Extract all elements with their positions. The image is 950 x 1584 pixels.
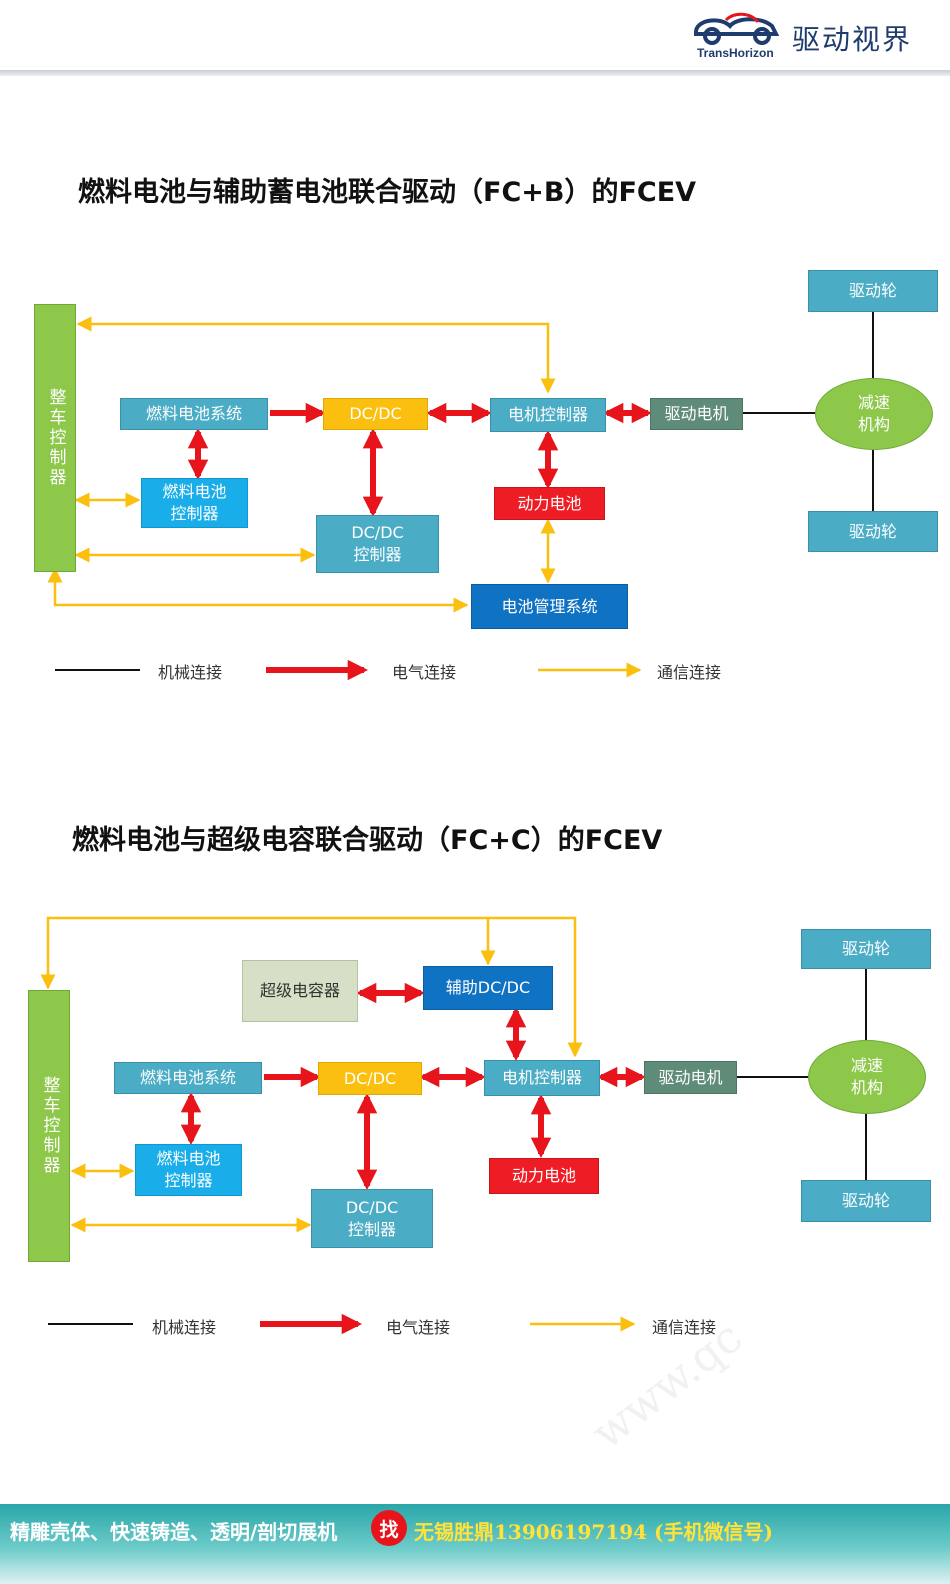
d2-dcdc: DC/DC xyxy=(318,1062,422,1095)
footer-badge: 找 xyxy=(371,1510,407,1546)
d1-comm-vcu-bms xyxy=(47,567,469,613)
d2-fuel-cell-system: 燃料电池系统 xyxy=(114,1062,262,1094)
d2-drive-wheel-top: 驱动轮 xyxy=(801,929,931,969)
d2-motor-controller: 电机控制器 xyxy=(484,1060,600,1096)
transhorizon-logo-icon xyxy=(694,12,780,45)
d1-power-battery: 动力电池 xyxy=(494,487,605,520)
d1-fuel-cell-system: 燃料电池系统 xyxy=(120,398,268,430)
d2-super-capacitor: 超级电容器 xyxy=(242,960,358,1022)
legend2-electrical: 电气连接 xyxy=(386,1318,451,1337)
footer-contact: 无锡胜鼎13906197194 (手机微信号) xyxy=(414,1520,773,1544)
diagram1-title: 燃料电池与辅助蓄电池联合驱动（FC+B）的FCEV xyxy=(78,177,697,208)
footer-text: 精雕壳体、快速铸造、透明/剖切展机 xyxy=(10,1520,338,1544)
d1-fuel-cell-controller: 燃料电池 控制器 xyxy=(141,478,248,528)
d2-dcdc-controller: DC/DC 控制器 xyxy=(311,1189,433,1248)
d1-drive-motor: 驱动电机 xyxy=(650,398,743,430)
logo-text-cn: 驱动视界 xyxy=(792,23,913,56)
d1-battery-management-system: 电池管理系统 xyxy=(471,584,628,629)
d2-reduction-mechanism: 减速 机构 xyxy=(808,1040,926,1114)
d1-drive-wheel-top: 驱动轮 xyxy=(808,270,938,312)
header xyxy=(0,0,950,74)
legend2-communication: 通信连接 xyxy=(652,1318,717,1337)
legend1-communication: 通信连接 xyxy=(657,663,722,682)
d2-vehicle-controller: 整车控制器 xyxy=(28,990,70,1262)
d2-fuel-cell-controller: 燃料电池 控制器 xyxy=(135,1144,242,1196)
legend1-electrical: 电气连接 xyxy=(392,663,457,682)
legend1-mechanical: 机械连接 xyxy=(158,663,223,682)
d1-vehicle-controller: 整车控制器 xyxy=(34,304,76,572)
footer-banner xyxy=(0,1504,950,1584)
d2-power-battery: 动力电池 xyxy=(489,1158,599,1194)
d1-motor-controller: 电机控制器 xyxy=(490,398,606,432)
header-divider xyxy=(0,70,950,76)
d2-comm-vcu-auxdcdc-motorctrl xyxy=(40,916,583,1058)
d1-comm-vcu-motorctrl xyxy=(76,316,556,394)
d1-dcdc-controller: DC/DC 控制器 xyxy=(316,515,439,573)
d1-dcdc: DC/DC xyxy=(323,398,428,430)
d2-aux-dcdc: 辅助DC/DC xyxy=(423,966,553,1010)
diagram2-title: 燃料电池与超级电容联合驱动（FC+C）的FCEV xyxy=(72,825,663,856)
d1-drive-wheel-bottom: 驱动轮 xyxy=(808,511,938,552)
d2-drive-wheel-bottom: 驱动轮 xyxy=(801,1180,931,1222)
logo-text-en: TransHorizon xyxy=(697,46,774,60)
d1-reduction-mechanism: 减速 机构 xyxy=(815,378,933,450)
legend2-mechanical: 机械连接 xyxy=(152,1318,217,1337)
d2-drive-motor: 驱动电机 xyxy=(644,1061,737,1094)
